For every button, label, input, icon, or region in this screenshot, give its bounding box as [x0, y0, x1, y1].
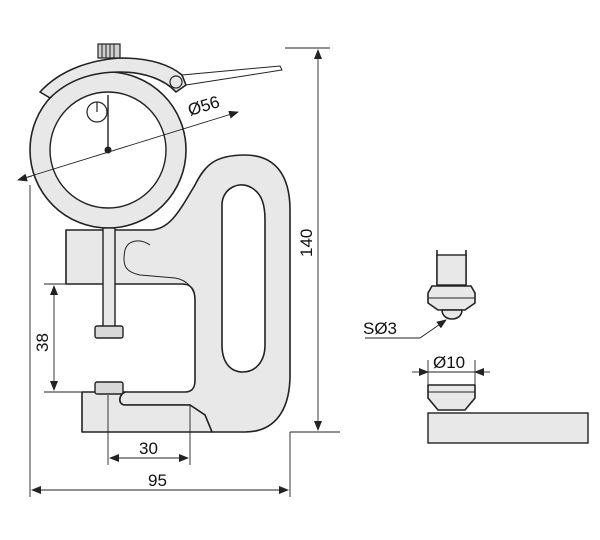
width-label: 95	[148, 471, 167, 490]
anvil-diameter-label: Ø10	[433, 353, 465, 372]
detail-view	[365, 250, 589, 444]
detail-anvil	[427, 384, 476, 411]
throat-label: 38	[33, 333, 52, 352]
dimension-lines	[17, 47, 340, 497]
anvil	[94, 381, 124, 395]
spindle	[102, 227, 116, 335]
gauge-body	[29, 43, 291, 433]
ball-label: SØ3	[363, 319, 397, 338]
detail-base-plate	[427, 412, 589, 444]
frame-slot	[221, 184, 266, 373]
offset-label: 30	[139, 439, 158, 458]
lifting-lever	[39, 57, 187, 99]
contact-point	[94, 325, 124, 339]
ball-leader	[419, 319, 447, 339]
dial-diameter-leader	[17, 110, 239, 181]
throat-curve-2	[124, 240, 151, 251]
top-knob	[97, 43, 121, 59]
height-label: 140	[297, 229, 316, 257]
dial-diameter-label: Ø56	[186, 92, 222, 120]
detail-ball	[441, 309, 463, 320]
throat-curve	[123, 249, 196, 301]
